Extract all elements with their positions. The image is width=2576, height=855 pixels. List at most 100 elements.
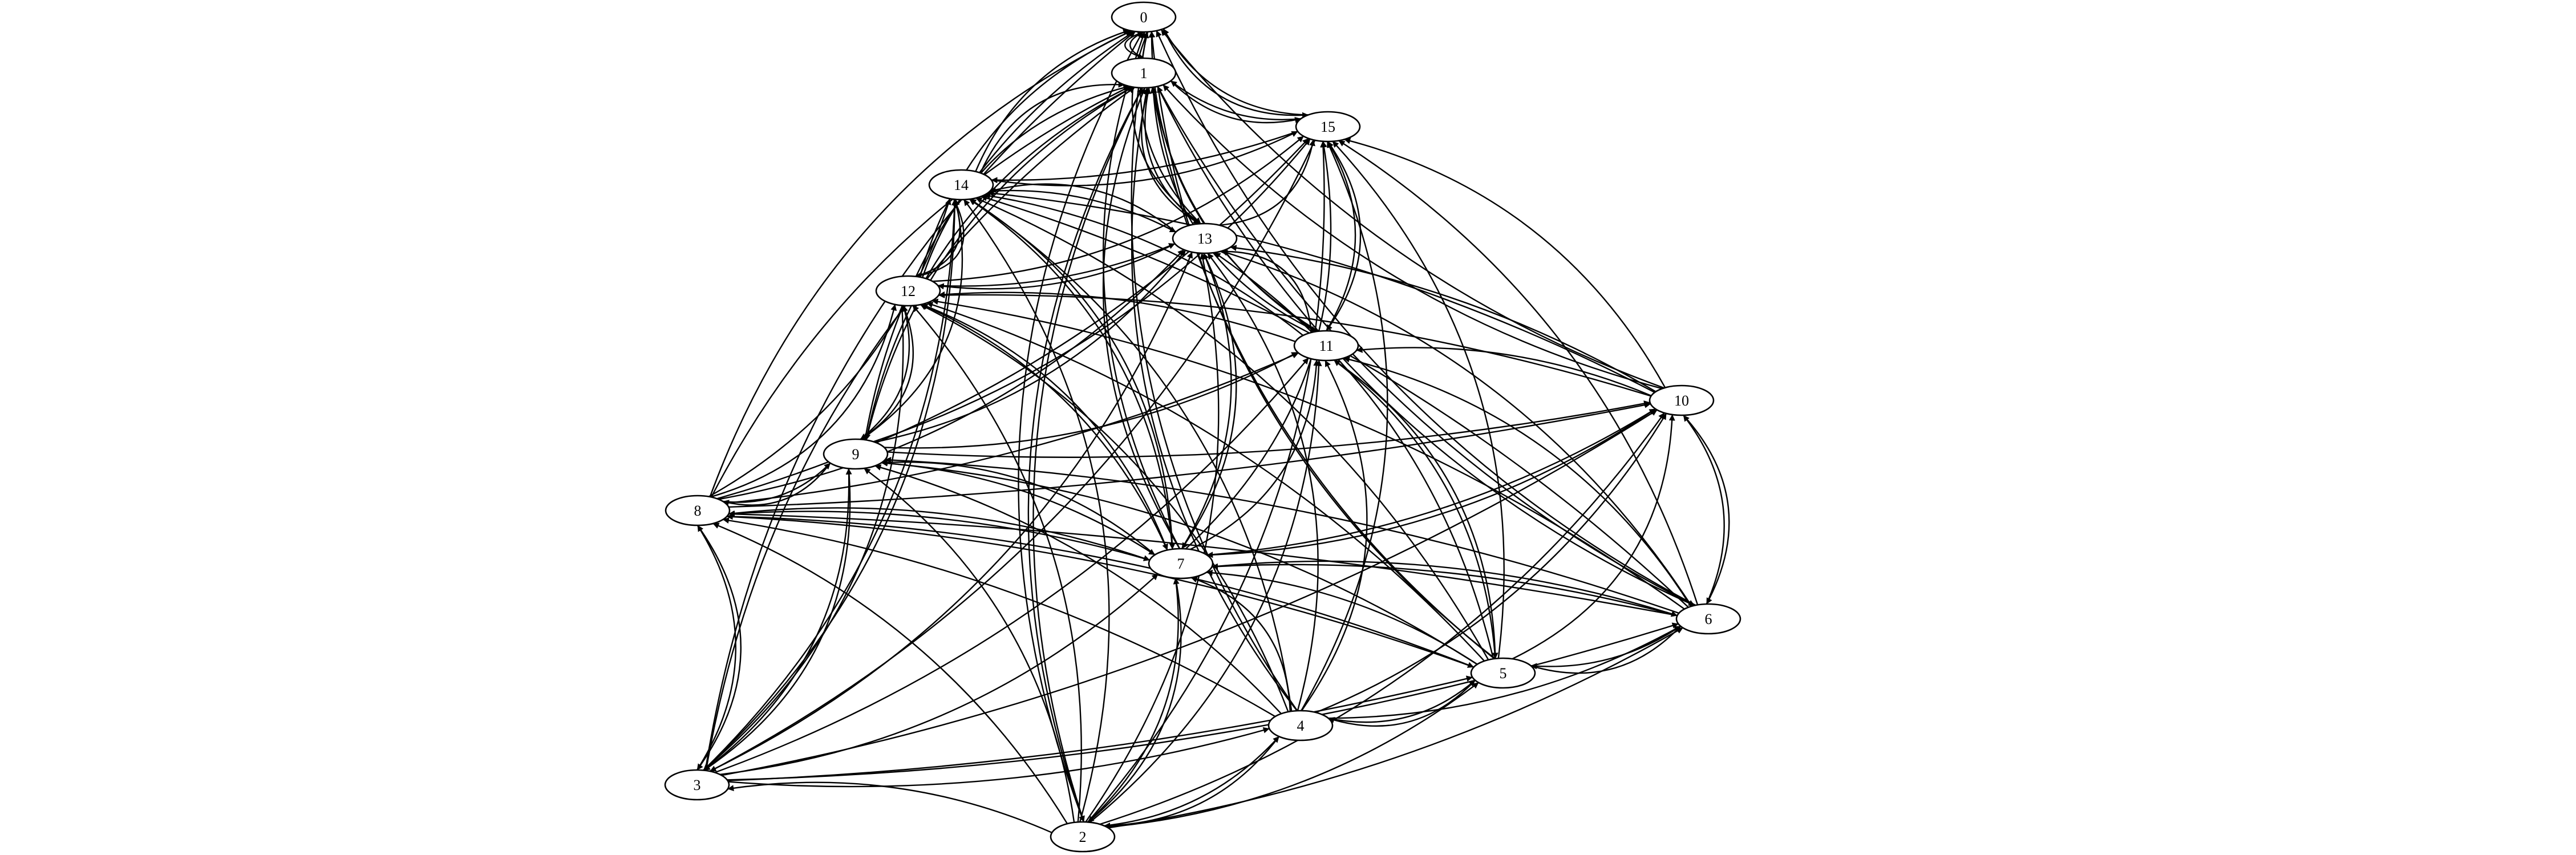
edge-5-to-15 xyxy=(1332,140,1505,659)
edge-12-to-7 xyxy=(921,303,1168,550)
node-6-ellipse xyxy=(1675,603,1741,635)
edge-12-to-1 xyxy=(921,84,1130,278)
edge-6-to-9 xyxy=(885,457,1679,614)
node-10-ellipse xyxy=(1649,384,1715,416)
edge-11-to-15 xyxy=(1326,141,1356,331)
edge-6-to-13 xyxy=(1221,250,1692,607)
edge-8-to-11 xyxy=(725,352,1299,504)
node-3-label: 3 xyxy=(694,777,701,793)
edge-13-to-15 xyxy=(1219,139,1315,226)
edge-15-to-1 xyxy=(1170,80,1301,120)
node-0[interactable]: 0 xyxy=(1111,1,1177,33)
edge-13-to-12 xyxy=(937,243,1176,290)
edge-5-to-9 xyxy=(881,460,1478,665)
node-4-ellipse xyxy=(1267,710,1334,741)
edge-4-to-1 xyxy=(1131,87,1298,711)
edge-2-to-4 xyxy=(1104,736,1280,826)
edge-9-to-13 xyxy=(874,250,1186,443)
node-14[interactable]: 14 xyxy=(928,169,994,201)
node-2[interactable]: 2 xyxy=(1050,821,1116,853)
edge-2-to-8 xyxy=(712,522,1068,824)
node-10-label: 10 xyxy=(1674,392,1689,409)
edge-10-to-1 xyxy=(1163,84,1663,390)
node-12-label: 12 xyxy=(901,283,916,299)
edge-11-to-5 xyxy=(1333,359,1498,659)
edge-14-to-1 xyxy=(979,81,1125,173)
edge-14-to-3 xyxy=(703,199,955,771)
edge-4-to-15 xyxy=(1301,141,1388,711)
edge-5-to-10 xyxy=(1512,414,1675,660)
node-3-ellipse xyxy=(664,769,730,801)
node-15-ellipse xyxy=(1295,111,1361,143)
edge-6-to-5 xyxy=(1530,625,1681,670)
node-7[interactable]: 7 xyxy=(1148,548,1214,580)
edge-3-to-6 xyxy=(727,622,1679,781)
node-0-ellipse xyxy=(1111,1,1177,33)
edge-2-to-6 xyxy=(1108,627,1683,829)
node-9-ellipse xyxy=(823,438,889,470)
edge-5-to-7 xyxy=(1206,569,1478,665)
edge-7-to-13 xyxy=(1181,253,1232,549)
node-12-ellipse xyxy=(875,275,941,307)
edge-9-to-14 xyxy=(861,199,963,440)
edge-6-to-1 xyxy=(1157,86,1695,606)
node-10[interactable]: 10 xyxy=(1649,384,1715,416)
edge-15-to-0 xyxy=(1163,28,1309,116)
node-6[interactable]: 6 xyxy=(1675,603,1741,635)
edge-9-to-12 xyxy=(860,305,910,440)
edge-13-to-7 xyxy=(1181,253,1237,549)
edge-7-to-10 xyxy=(1206,408,1656,556)
node-15[interactable]: 15 xyxy=(1295,111,1361,143)
edge-9-to-3 xyxy=(703,468,851,771)
edge-6-to-10 xyxy=(1683,415,1725,605)
node-4-label: 4 xyxy=(1297,718,1305,734)
node-11[interactable]: 11 xyxy=(1293,330,1359,362)
edge-3-to-9 xyxy=(703,468,852,771)
edge-3-to-14 xyxy=(703,198,958,771)
edge-10-to-7 xyxy=(1206,408,1656,558)
edge-3-to-1 xyxy=(705,87,1135,771)
node-11-label: 11 xyxy=(1319,338,1333,354)
edge-4-to-11 xyxy=(1301,360,1368,711)
edge-7-to-2 xyxy=(1087,578,1182,823)
edge-8-to-12 xyxy=(710,304,897,498)
node-9[interactable]: 9 xyxy=(823,438,889,470)
edge-14-to-12 xyxy=(915,198,965,279)
edge-3-to-8 xyxy=(696,525,736,771)
edge-8-to-0 xyxy=(709,30,1132,497)
edge-15-to-14 xyxy=(991,131,1298,184)
edge-15-to-11 xyxy=(1326,141,1362,331)
edge-3-to-12 xyxy=(703,305,906,771)
edge-5-to-14 xyxy=(975,197,1489,661)
edge-3-to-0 xyxy=(704,31,1136,771)
node-6-label: 6 xyxy=(1705,611,1712,627)
edge-10-to-12 xyxy=(938,291,1651,397)
node-13-label: 13 xyxy=(1197,230,1212,247)
edge-5-to-6 xyxy=(1530,625,1682,674)
edge-8-to-1 xyxy=(710,86,1131,498)
edge-8-to-7 xyxy=(728,507,1151,561)
edge-4-to-7 xyxy=(1190,576,1291,712)
node-12[interactable]: 12 xyxy=(875,275,941,307)
edge-12-to-13 xyxy=(938,243,1176,287)
node-1[interactable]: 1 xyxy=(1111,57,1177,89)
edge-2-to-0 xyxy=(1018,31,1144,822)
node-8[interactable]: 8 xyxy=(665,495,731,526)
edge-2-to-3 xyxy=(727,781,1052,833)
node-13[interactable]: 13 xyxy=(1172,222,1238,254)
edge-4-to-13 xyxy=(1207,253,1319,711)
node-8-label: 8 xyxy=(694,503,702,519)
node-0-label: 0 xyxy=(1140,9,1148,26)
edge-10-to-13 xyxy=(1230,245,1656,392)
node-4[interactable]: 4 xyxy=(1267,710,1334,741)
node-1-ellipse xyxy=(1111,57,1177,89)
node-5[interactable]: 5 xyxy=(1470,657,1536,689)
edge-4-to-0 xyxy=(1131,31,1298,711)
node-3[interactable]: 3 xyxy=(664,769,730,801)
node-7-label: 7 xyxy=(1177,556,1185,572)
edge-2-to-14 xyxy=(963,199,1110,822)
edge-8-to-15 xyxy=(716,137,1309,500)
edge-7-to-11 xyxy=(1190,359,1320,550)
